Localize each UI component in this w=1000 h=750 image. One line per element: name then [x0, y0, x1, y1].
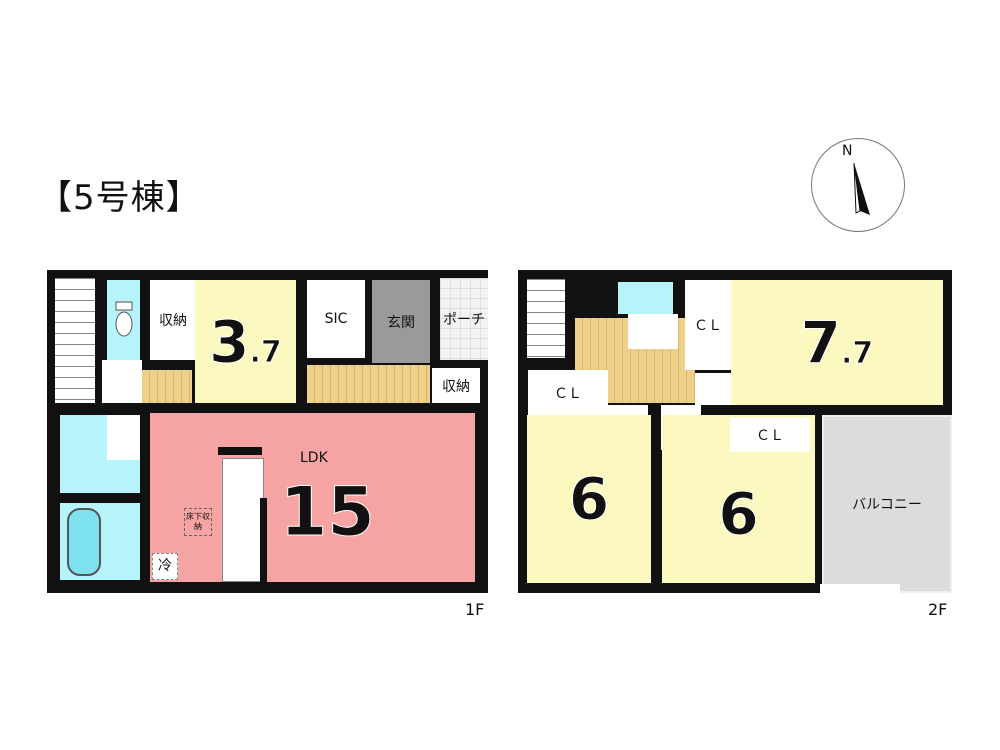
- stairs-2f: [527, 279, 565, 358]
- bathtub-icon: [67, 507, 101, 576]
- floor1-plan: 収納 3.7 SIC 玄関 ポーチ 収納 LDK 15 床下収納 冷: [47, 270, 488, 593]
- closet-left: ＣＬ: [528, 370, 608, 415]
- floor2-plan: ＣＬ 7.7 ＣＬ 6 6 ＣＬ バルコニー: [518, 270, 952, 593]
- stairs-1f: [55, 278, 95, 403]
- room-6-left: 6: [527, 415, 651, 583]
- storage-left: 収納: [150, 280, 196, 360]
- kitchen-wall: [218, 447, 262, 455]
- floor2-label: 2F: [928, 600, 948, 619]
- bathroom: [60, 503, 140, 580]
- balcony: バルコニー: [822, 415, 952, 593]
- hall-1f-left-door: [102, 360, 142, 403]
- underfloor-storage: 床下収納: [184, 508, 212, 536]
- entrance: 玄関: [372, 280, 430, 363]
- storage-right: 収納: [432, 368, 480, 403]
- room-left-size: 6: [568, 465, 610, 534]
- toilet-1f: [107, 280, 140, 360]
- room-right-size: 6: [718, 480, 759, 549]
- hallway-1f-right: [307, 365, 430, 403]
- closet-top: ＣＬ: [685, 280, 731, 370]
- wash-door-area: [107, 415, 140, 460]
- door-area-2f: [695, 373, 731, 405]
- room-large-size: 7.7: [800, 308, 874, 377]
- closet-right: ＣＬ: [730, 418, 810, 452]
- ldk-label: LDK: [300, 450, 328, 466]
- compass-arrow-icon: [853, 162, 870, 215]
- balcony-edge: [820, 584, 900, 596]
- compass: N: [811, 138, 905, 232]
- fridge-space: 冷: [152, 553, 178, 580]
- kitchen-counter: [222, 458, 264, 582]
- room-7-7: 7.7: [731, 280, 943, 405]
- room-3-7: 3.7: [195, 280, 296, 403]
- building-title: 【5号棟】: [38, 178, 201, 218]
- toilet-icon: [115, 301, 132, 337]
- floor1-label: 1F: [465, 600, 485, 619]
- ldk: LDK 15 床下収納 冷: [150, 413, 475, 582]
- porch: ポーチ: [440, 278, 488, 360]
- hallway-1f-left: [142, 370, 192, 403]
- toilet-door-area: [628, 314, 678, 349]
- room-size: 3.7: [209, 307, 283, 376]
- ldk-size: 15: [280, 473, 376, 553]
- toilet-2f: [618, 282, 673, 314]
- kitchen-partition: [260, 498, 267, 582]
- compass-north-label: N: [842, 143, 853, 159]
- shoe-closet: SIC: [307, 280, 365, 358]
